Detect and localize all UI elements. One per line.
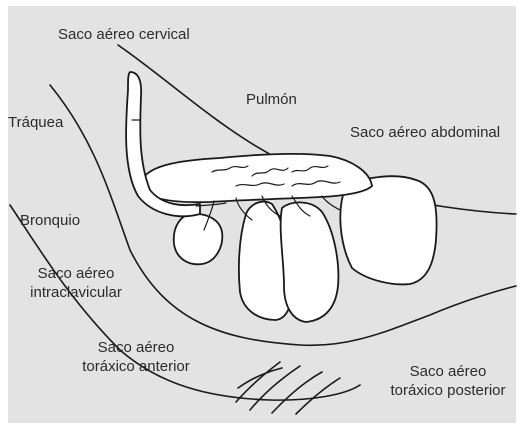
label-abdominal-air-sac: Saco aéreo abdominal [350, 123, 500, 142]
label-anterior-thoracic-line-2: toráxico anterior [68, 357, 204, 376]
label-posterior-thoracic-line-1: Saco aéreo [378, 362, 518, 381]
label-intraclavicular-line-1: Saco aéreo [20, 264, 132, 283]
label-cervical-air-sac: Saco aéreo cervical [58, 25, 190, 44]
label-bronchus: Bronquio [20, 211, 80, 230]
label-posterior-thoracic-line-2: toráxico posterior [378, 381, 518, 400]
label-anterior-thoracic-air-sac: Saco aéreo toráxico anterior [68, 338, 204, 376]
label-trachea: Tráquea [8, 113, 63, 132]
label-intraclavicular-air-sac: Saco aéreo intraclavicular [20, 264, 132, 302]
label-lung: Pulmón [246, 90, 297, 109]
label-posterior-thoracic-air-sac: Saco aéreo toráxico posterior [378, 362, 518, 400]
label-intraclavicular-line-2: intraclavicular [20, 283, 132, 302]
label-anterior-thoracic-line-1: Saco aéreo [68, 338, 204, 357]
clavicular-air-sac [174, 214, 223, 264]
